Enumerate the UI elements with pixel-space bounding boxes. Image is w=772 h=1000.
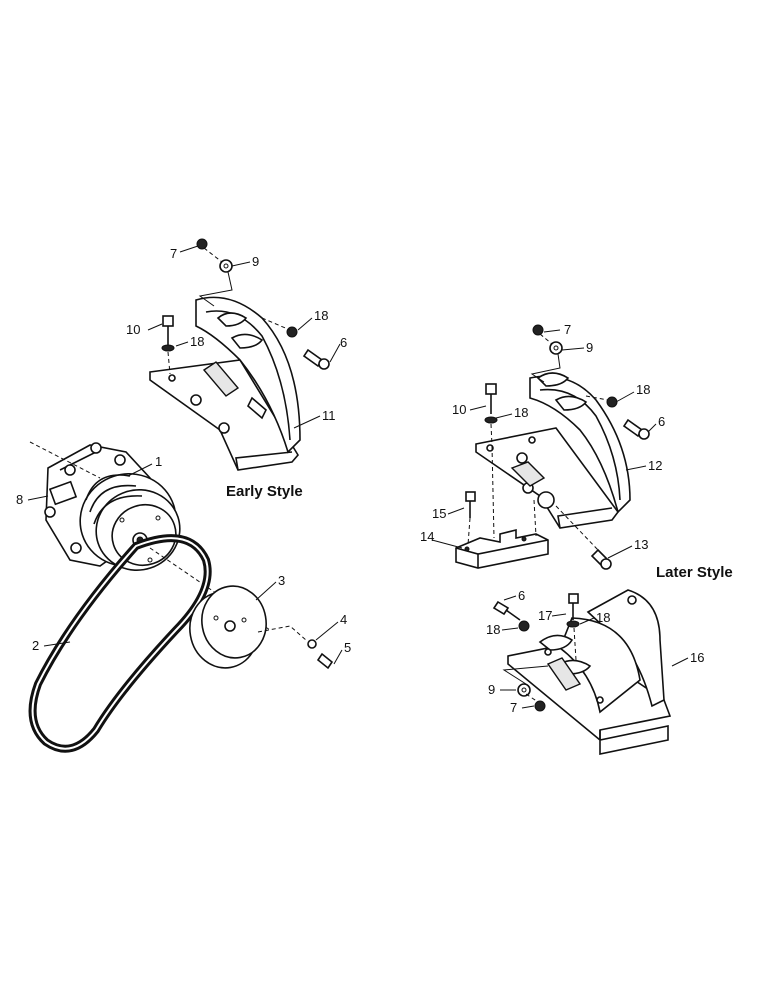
callout-14: 14	[420, 529, 434, 544]
early-style-label: Early Style	[226, 483, 303, 500]
callout-11: 11	[322, 408, 336, 423]
nut-7	[196, 238, 208, 250]
callout-10: 10	[126, 322, 140, 337]
callout-6: 6	[658, 414, 665, 429]
callout-13: 13	[634, 537, 648, 552]
callout-7: 7	[564, 322, 571, 337]
lower-fasteners	[492, 593, 580, 712]
callout-15: 15	[432, 506, 446, 521]
later-fasteners	[455, 324, 650, 570]
callout-6: 6	[340, 335, 347, 350]
lower-bracket	[507, 589, 672, 755]
early-style-bracket	[149, 296, 301, 471]
callout-18: 18	[486, 622, 500, 637]
callout-5: 5	[344, 640, 351, 655]
callout-9: 9	[488, 682, 495, 697]
callout-10: 10	[452, 402, 466, 417]
callout-6: 6	[518, 588, 525, 603]
callout-4: 4	[340, 612, 347, 627]
callout-9: 9	[252, 254, 259, 269]
early-fasteners	[161, 238, 330, 375]
callout-3: 3	[278, 573, 285, 588]
callout-16: 16	[690, 650, 704, 665]
idler-pulley	[189, 585, 334, 670]
later-style-bracket	[475, 372, 631, 529]
callout-12: 12	[648, 458, 662, 473]
leader-lines	[27, 245, 689, 709]
callout-17: 17	[538, 608, 552, 623]
later-style-label: Later Style	[656, 564, 733, 581]
callout-8: 8	[16, 492, 23, 507]
callout-1: 1	[155, 454, 162, 469]
callout-9: 9	[586, 340, 593, 355]
v-belt	[28, 534, 212, 753]
compressor	[29, 441, 271, 631]
callout-18: 18	[514, 405, 528, 420]
callout-18: 18	[636, 382, 650, 397]
callout-7: 7	[510, 700, 517, 715]
lockwasher-18	[161, 344, 175, 352]
callout-2: 2	[32, 638, 39, 653]
bolt-10	[162, 315, 174, 327]
callout-18: 18	[190, 334, 204, 349]
callouts: 7 9 10 18 18 6 11 1 8 2 3 4 5 7 9 18 10 …	[16, 246, 704, 715]
callout-18: 18	[596, 610, 610, 625]
callout-18: 18	[314, 308, 328, 323]
callout-7: 7	[170, 246, 177, 261]
